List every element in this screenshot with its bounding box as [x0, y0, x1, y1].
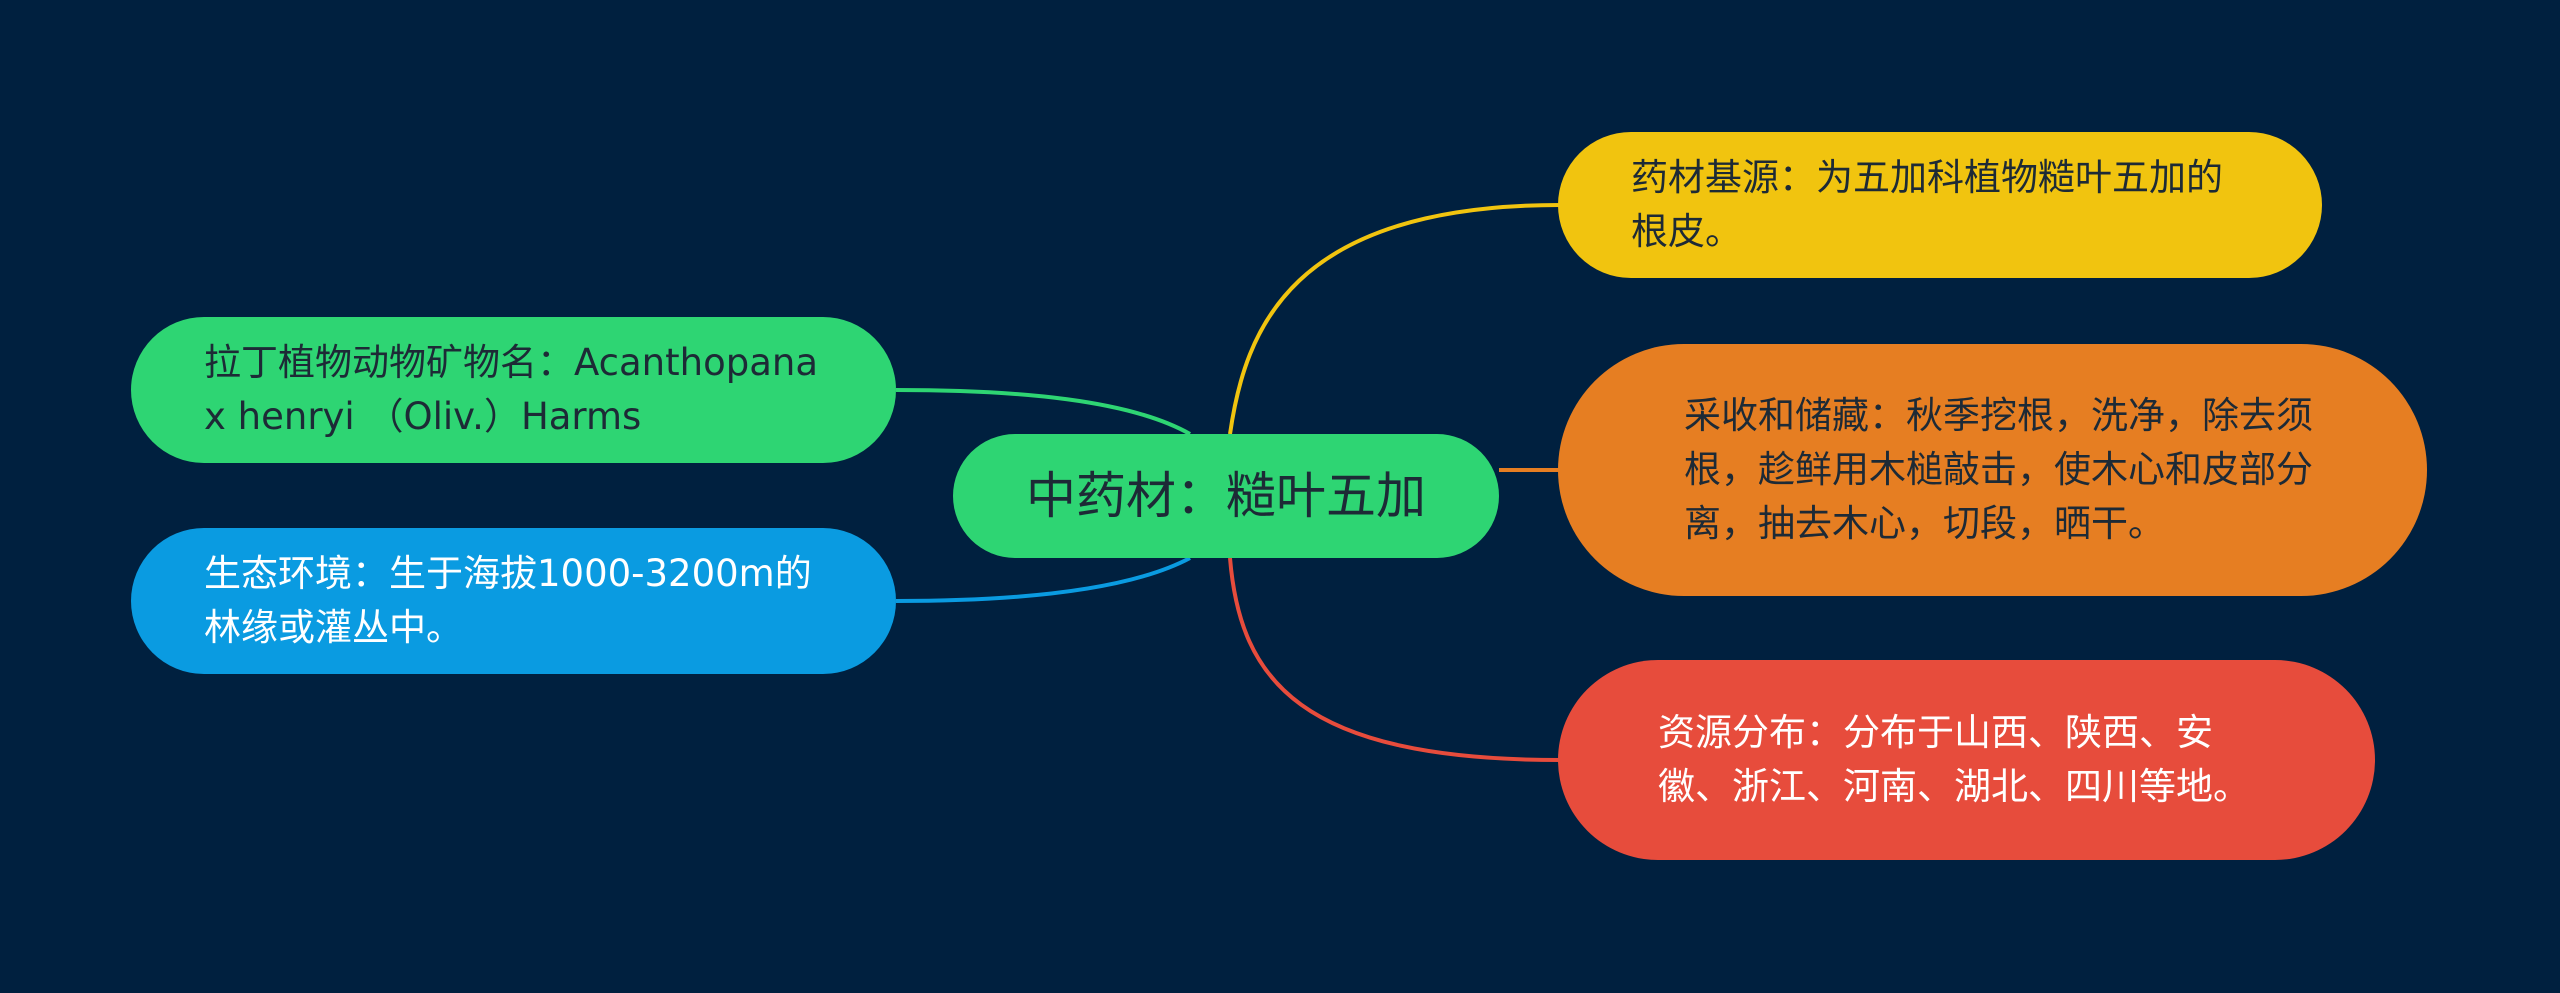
central-topic[interactable]: 中药材：糙叶五加	[953, 434, 1499, 558]
topic-latin-name[interactable]: 拉丁植物动物矿物名：Acanthopanax henryi （Oliv.）Har…	[131, 317, 896, 463]
topic-habitat-label: 生态环境：生于海拔1000-3200m的林缘或灌丛中。	[204, 552, 812, 649]
central-topic-label: 中药材：糙叶五加	[1026, 467, 1426, 525]
topic-harvest-label: 采收和储藏：秋季挖根，洗净，除去须根，趁鲜用木槌敲击，使木心和皮部分离，抽去木心…	[1684, 394, 2313, 545]
topic-source-label: 药材基源：为五加科植物糙叶五加的根皮。	[1631, 156, 2223, 253]
topic-source[interactable]: 药材基源：为五加科植物糙叶五加的根皮。	[1558, 132, 2322, 278]
topic-latin-name-label: 拉丁植物动物矿物名：Acanthopanax henryi （Oliv.）Har…	[204, 341, 819, 438]
connector-distribution	[1228, 557, 1561, 762]
connector-habitat	[895, 556, 1191, 603]
topic-harvest[interactable]: 采收和储藏：秋季挖根，洗净，除去须根，趁鲜用木槌敲击，使木心和皮部分离，抽去木心…	[1558, 344, 2427, 596]
connector-source	[1228, 203, 1561, 435]
topic-habitat[interactable]: 生态环境：生于海拔1000-3200m的林缘或灌丛中。	[131, 528, 896, 674]
topic-distribution[interactable]: 资源分布：分布于山西、陕西、安徽、浙江、河南、湖北、四川等地。	[1558, 660, 2375, 860]
connector-latin	[895, 388, 1191, 436]
topic-distribution-label: 资源分布：分布于山西、陕西、安徽、浙江、河南、湖北、四川等地。	[1658, 711, 2250, 808]
